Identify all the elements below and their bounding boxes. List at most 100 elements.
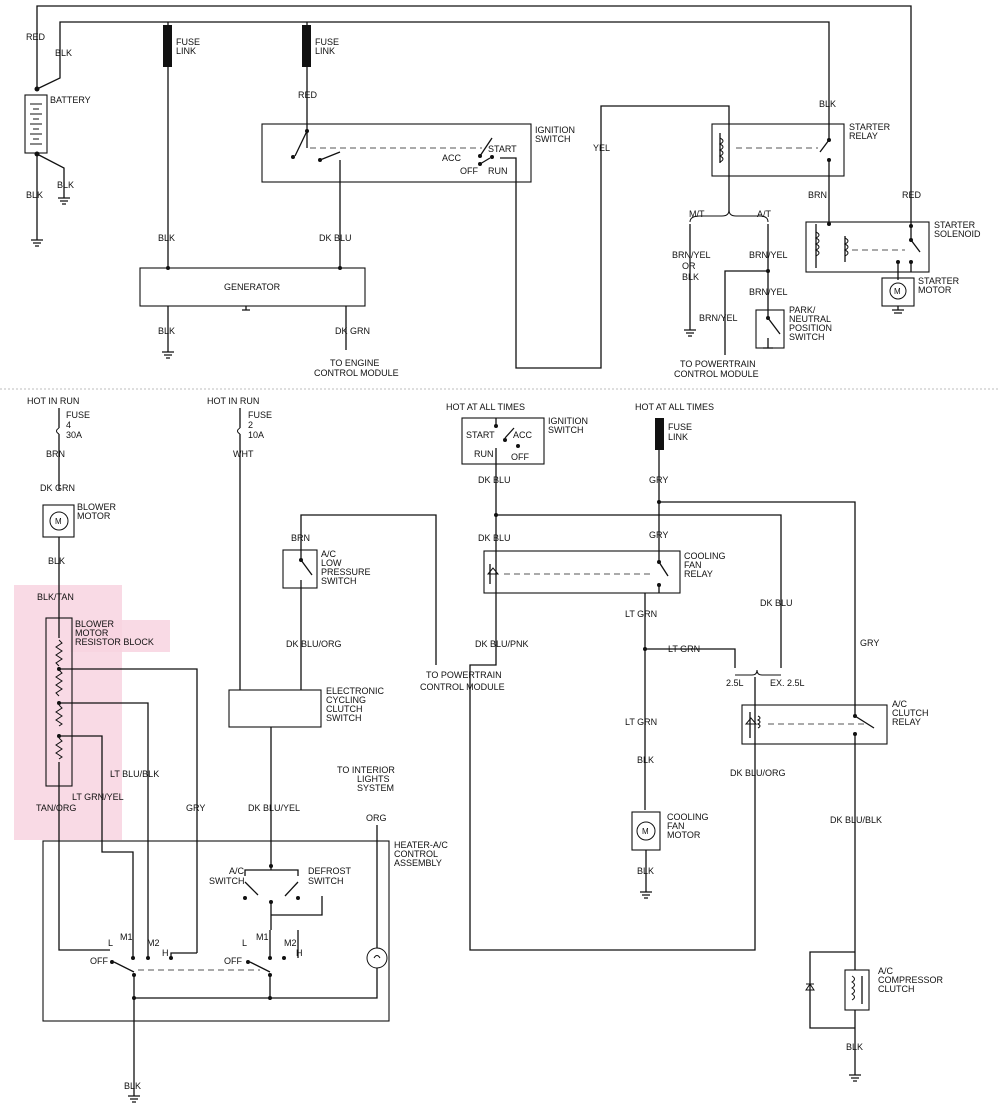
cooling-fan-relay-label: FAN [684, 560, 702, 570]
pos-h: H [296, 948, 303, 958]
run-position: RUN [488, 166, 508, 176]
electronic-cycling-clutch-switch [228, 689, 322, 728]
ac-clutch-relay-label: RELAY [892, 717, 921, 727]
cooling-fan-motor-label: FAN [667, 821, 685, 831]
fuse-link-1 [163, 25, 172, 67]
fuse-link-label: FUSE [668, 422, 692, 432]
to-pcm-label: TO POWERTRAIN [426, 670, 502, 680]
wire-tan-org-label: TAN/ORG [36, 803, 76, 813]
defrost-switch-label: SWITCH [308, 876, 344, 886]
ac-compressor-clutch-label: A/C [878, 966, 894, 976]
acc-position: ACC [513, 430, 533, 440]
ecc-switch-label: ELECTRONIC [326, 686, 385, 696]
wire-dk-blu-label: DK BLU [319, 233, 352, 243]
starter-motor-label: STARTER [918, 276, 960, 286]
ac-compressor-clutch-label: CLUTCH [878, 984, 915, 994]
pos-h: H [162, 948, 169, 958]
pos-m1: M1 [120, 932, 133, 942]
wire-gry-label: GRY [649, 475, 668, 485]
ignition-switch-label: SWITCH [535, 134, 571, 144]
hot-in-run-label: HOT IN RUN [27, 396, 79, 406]
wire-dk-blu-label: DK BLU [478, 475, 511, 485]
wire-dk-blu-org-label: DK BLU/ORG [286, 639, 342, 649]
pos-l: L [242, 938, 247, 948]
heater-ac-control-label: HEATER-A/C [394, 840, 448, 850]
heater-ac-circuit: HOT IN RUN FUSE 4 30A BRN DK GRN M BLOWE… [27, 396, 944, 1103]
wire-blk-label: BLK [48, 556, 65, 566]
wire-blk-label: BLK [158, 326, 175, 336]
park-neutral-switch [755, 309, 785, 349]
ignition-switch-label: IGNITION [548, 416, 588, 426]
pos-off: OFF [224, 956, 242, 966]
starting-charging-circuit: BATTERY RED BLK BLK BLK FUSE LINK FUSE L… [24, 5, 981, 379]
hot-in-run-label: HOT IN RUN [207, 396, 259, 406]
wire-lt-grn-label: LT GRN [625, 717, 657, 727]
heater-ac-control-assembly [42, 840, 390, 1022]
cooling-fan-motor-label: MOTOR [667, 830, 701, 840]
wire-dk-blu-label: DK BLU [478, 533, 511, 543]
start-position: START [488, 144, 517, 154]
fuse4-label: 30A [66, 430, 82, 440]
cooling-fan-relay [483, 550, 681, 594]
wire-brn-yel-label: BRN/YEL [749, 250, 788, 260]
ignition-switch-label: IGNITION [535, 125, 575, 135]
starter-relay [711, 123, 845, 177]
ac-compressor-clutch [805, 951, 870, 1082]
defrost-switch-label: DEFROST [308, 866, 352, 876]
resistor-block-label: RESISTOR BLOCK [75, 637, 154, 647]
pos-off: OFF [90, 956, 108, 966]
wire-lt-blu-blk-label: LT BLU/BLK [110, 769, 159, 779]
svg-text:M: M [894, 287, 901, 296]
to-interior-label: TO INTERIOR [337, 765, 395, 775]
ecc-switch-label: CLUTCH [326, 704, 363, 714]
run-position: RUN [474, 449, 494, 459]
wire-blk-label: BLK [57, 180, 74, 190]
wire-gry-label: GRY [860, 638, 879, 648]
ac-clutch-relay-label: A/C [892, 699, 908, 709]
fuse-link-2 [302, 25, 311, 67]
l25-label: 2.5L [726, 678, 744, 688]
at-label: A/T [757, 209, 772, 219]
fuse-link-lower [655, 418, 664, 450]
wire-lt-grn-label: LT GRN [668, 644, 700, 654]
wire-lt-grn-yel-label: LT GRN/YEL [72, 792, 124, 802]
wire-gry-label: GRY [649, 530, 668, 540]
wire-blk-tan-label: BLK/TAN [37, 592, 74, 602]
fuse-link-label: LINK [668, 432, 688, 442]
svg-text:M: M [55, 517, 62, 526]
resistor-block-label-highlight [70, 620, 170, 652]
lamp-icon [366, 947, 388, 969]
fuse4-label: 4 [66, 420, 71, 430]
ignition-switch [261, 123, 532, 268]
ac-low-pressure-label: LOW [321, 558, 342, 568]
wire-blk-label: BLK [158, 233, 175, 243]
cooling-fan-relay-label: RELAY [684, 569, 713, 579]
wire-dk-grn-label: DK GRN [40, 483, 75, 493]
park-neutral-label: SWITCH [789, 332, 825, 342]
wire-blk-label: BLK [55, 48, 72, 58]
resistor-block-label: BLOWER [75, 619, 115, 629]
wire-dk-blu-org-label: DK BLU/ORG [730, 768, 786, 778]
heater-ac-control-label: ASSEMBLY [394, 858, 442, 868]
battery [24, 86, 48, 157]
cooling-fan-relay-label: COOLING [684, 551, 726, 561]
blower-motor: M [42, 504, 75, 538]
wire-red-label: RED [298, 90, 318, 100]
wire-brn-yel-label: BRN/YEL [749, 287, 788, 297]
park-neutral-label: PARK/ [789, 305, 816, 315]
ac-switch-label: A/C [229, 866, 245, 876]
ac-low-pressure-label: SWITCH [321, 576, 357, 586]
ac-compressor-clutch-label: COMPRESSOR [878, 975, 944, 985]
ac-clutch-relay [741, 704, 888, 745]
wire-blk-label: BLK [682, 272, 699, 282]
mt-label: M/T [689, 209, 705, 219]
to-interior-label: SYSTEM [357, 783, 394, 793]
off-position: OFF [460, 166, 478, 176]
wire-org-label: ORG [366, 813, 387, 823]
acc-position: ACC [442, 153, 462, 163]
wire-wht-label: WHT [233, 449, 254, 459]
fuse-link-label: FUSE [176, 37, 200, 47]
starter-motor: M [881, 277, 915, 314]
pos-m2: M2 [284, 938, 297, 948]
